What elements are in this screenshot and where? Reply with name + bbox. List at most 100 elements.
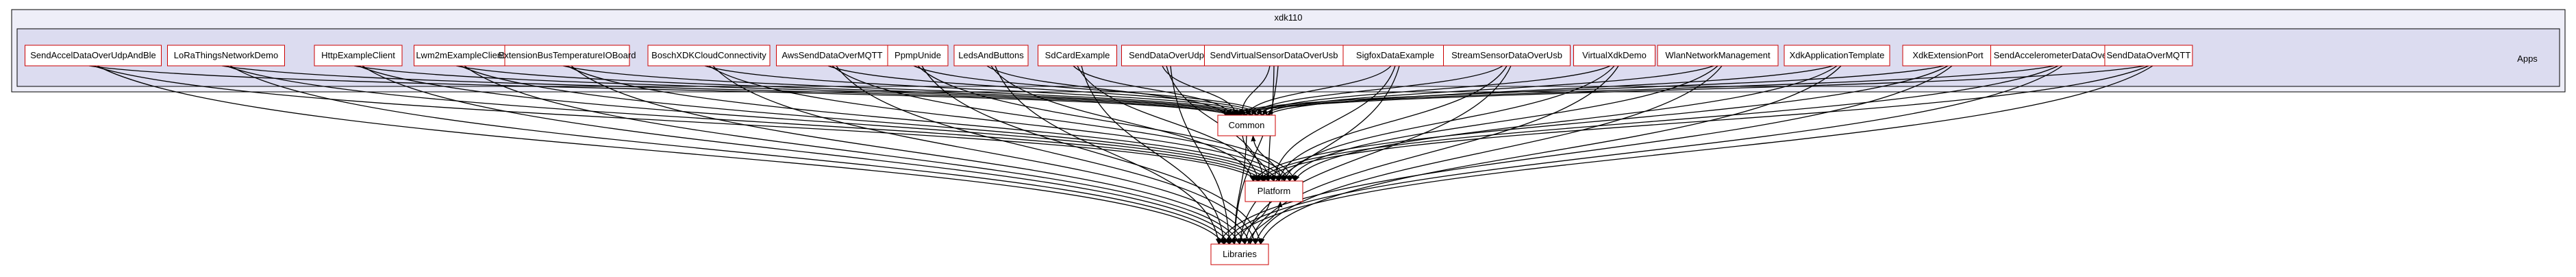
node-label: VirtualXdkDemo — [1582, 50, 1647, 60]
node-WlanNetworkManagement[interactable]: WlanNetworkManagement — [1657, 45, 1779, 67]
edge-WlanNetworkManagement-to-Libraries — [1254, 65, 1723, 245]
node-box — [776, 45, 888, 67]
edge-PpmpUnide-to-Libraries — [921, 65, 1262, 245]
node-SendDataOverMQTT[interactable]: SendDataOverMQTT — [2104, 45, 2193, 67]
node-label: Lwm2mExampleClient — [416, 50, 505, 60]
cluster-apps-title: Apps — [2517, 53, 2538, 64]
node-label: Common — [1229, 120, 1265, 130]
edge-ExtensionBusTemperatureIOBoard-to-Libraries — [571, 65, 1246, 245]
node-label: SdCardExample — [1045, 50, 1110, 60]
edges-layer — [88, 65, 2153, 245]
node-Common[interactable]: Common — [1217, 115, 1276, 136]
edge-SigfoxDataExample-to-Libraries — [1238, 65, 1400, 245]
node-AwsSendDataOverMQTT[interactable]: AwsSendDataOverMQTT — [776, 45, 888, 67]
node-label: BoschXDKCloudConnectivity — [651, 50, 766, 60]
edge-ExtensionBusTemperatureIOBoard-to-Common — [562, 65, 1253, 116]
node-box — [1245, 180, 1303, 202]
node-label: SendDataOverUdp — [1129, 50, 1204, 60]
node-LoRaThingsNetworkDemo[interactable]: LoRaThingsNetworkDemo — [167, 45, 285, 67]
node-label: SendAccelDataOverUdpAndBle — [30, 50, 156, 60]
node-box — [504, 45, 630, 67]
node-PpmpUnide[interactable]: PpmpUnide — [887, 45, 949, 67]
edge-LoRaThingsNetworkDemo-to-Libraries — [229, 65, 1230, 245]
node-label: AwsSendDataOverMQTT — [781, 50, 882, 60]
node-box — [647, 45, 771, 67]
edge-Lwm2mExampleClient-to-Libraries — [464, 65, 1240, 245]
node-box — [1443, 45, 1571, 67]
node-StreamSensorDataOverUsb[interactable]: StreamSensorDataOverUsb — [1443, 45, 1571, 67]
edge-Common-to-Libraries — [1231, 135, 1247, 245]
node-box — [314, 45, 403, 67]
node-BoschXDKCloudConnectivity[interactable]: BoschXDKCloudConnectivity — [647, 45, 771, 67]
edge-Platform-to-Libraries — [1237, 201, 1271, 245]
edge-SdCardExample-to-Platform — [1077, 65, 1260, 182]
node-box — [1902, 45, 1994, 67]
node-label: HttpExampleClient — [321, 50, 395, 60]
node-box — [1657, 45, 1779, 67]
node-label: SendDataOverMQTT — [2107, 50, 2191, 60]
node-box — [1217, 115, 1276, 136]
node-box — [25, 45, 162, 67]
node-SigfoxDataExample[interactable]: SigfoxDataExample — [1342, 45, 1448, 67]
edge-VirtualXdkDemo-to-Platform — [1284, 65, 1615, 182]
edge-SendAccelDataOverUdpAndBle-to-Platform — [92, 65, 1259, 182]
edge-ExtensionBusTemperatureIOBoard-to-Platform — [566, 65, 1280, 182]
node-box — [1204, 45, 1344, 67]
edge-LoRaThingsNetworkDemo-to-Platform — [225, 65, 1264, 182]
edge-AwsSendDataOverMQTT-to-Common — [827, 65, 1263, 116]
node-XdkApplicationTemplate[interactable]: XdkApplicationTemplate — [1784, 45, 1890, 67]
edge-Platform-to-Common — [1251, 135, 1283, 182]
node-HttpExampleClient[interactable]: HttpExampleClient — [314, 45, 403, 67]
node-Platform[interactable]: Platform — [1245, 180, 1303, 202]
edge-SendDataOverUdp-to-Libraries — [1170, 65, 1232, 245]
app-nodes-layer: SendAccelDataOverUdpAndBle LoRaThingsNetw… — [25, 45, 2193, 67]
node-ExtensionBusTemperatureIOBoard[interactable]: ExtensionBusTemperatureIOBoard — [499, 45, 636, 67]
edge-SendAccelerometerDataOverBle-to-Libraries — [1223, 65, 2063, 245]
node-box — [1210, 243, 1269, 265]
node-label: Libraries — [1223, 249, 1257, 259]
edge-AwsSendDataOverMQTT-to-Platform — [831, 65, 1290, 182]
node-Libraries[interactable]: Libraries — [1210, 243, 1269, 265]
node-box — [1121, 45, 1212, 67]
node-label: LedsAndButtons — [958, 50, 1024, 60]
node-label: SendVirtualSensorDataOverUsb — [1210, 50, 1338, 60]
edge-AwsSendDataOverMQTT-to-Libraries — [836, 65, 1257, 245]
node-SendAccelDataOverUdpAndBle[interactable]: SendAccelDataOverUdpAndBle — [25, 45, 162, 67]
node-label: XdkApplicationTemplate — [1790, 50, 1885, 60]
edge-LedsAndButtons-to-Libraries — [995, 65, 1221, 245]
edge-HttpExampleClient-to-Platform — [358, 65, 1269, 182]
node-LedsAndButtons[interactable]: LedsAndButtons — [953, 45, 1029, 67]
node-box — [1573, 45, 1655, 67]
edge-LedsAndButtons-to-Platform — [990, 65, 1255, 182]
node-SendVirtualSensorDataOverUsb[interactable]: SendVirtualSensorDataOverUsb — [1204, 45, 1344, 67]
edge-SdCardExample-to-Libraries — [1081, 65, 1227, 245]
node-XdkExtensionPort[interactable]: XdkExtensionPort — [1902, 45, 1994, 67]
edge-StreamSensorDataOverUsb-to-Platform — [1277, 65, 1508, 182]
node-box — [1990, 45, 2126, 67]
edge-SendVirtualSensorDataOverUsb-to-Libraries — [1231, 65, 1279, 245]
edge-Common-to-Platform — [1242, 135, 1271, 182]
node-label: ExtensionBusTemperatureIOBoard — [499, 50, 636, 60]
node-label: SendAccelerometerDataOverBle — [1994, 50, 2123, 60]
cluster-xdk110-title: xdk110 — [1275, 12, 1303, 23]
node-label: WlanNetworkManagement — [1665, 50, 1771, 60]
edge-SendAccelerometerDataOverBle-to-Platform — [1258, 65, 2059, 182]
node-label: SigfoxDataExample — [1356, 50, 1434, 60]
node-label: LoRaThingsNetworkDemo — [174, 50, 278, 60]
edge-XdkExtensionPort-to-Platform — [1252, 65, 1949, 182]
node-SendAccelerometerDataOverBle[interactable]: SendAccelerometerDataOverBle — [1990, 45, 2126, 67]
node-Lwm2mExampleClient[interactable]: Lwm2mExampleClient — [414, 45, 507, 67]
edge-SendAccelDataOverUdpAndBle-to-Common — [88, 65, 1231, 116]
node-VirtualXdkDemo[interactable]: VirtualXdkDemo — [1573, 45, 1655, 67]
edge-SendAccelDataOverUdpAndBle-to-Libraries — [97, 65, 1225, 245]
edge-SendDataOverMQTT-to-Common — [1235, 65, 2145, 116]
node-box — [953, 45, 1029, 67]
edge-LedsAndButtons-to-Common — [986, 65, 1227, 116]
edge-XdkApplicationTemplate-to-Libraries — [1260, 65, 1842, 245]
node-SendDataOverUdp[interactable]: SendDataOverUdp — [1121, 45, 1212, 67]
node-label: StreamSensorDataOverUsb — [1451, 50, 1562, 60]
edge-SendDataOverMQTT-to-Platform — [1263, 65, 2149, 182]
node-SdCardExample[interactable]: SdCardExample — [1038, 45, 1117, 67]
